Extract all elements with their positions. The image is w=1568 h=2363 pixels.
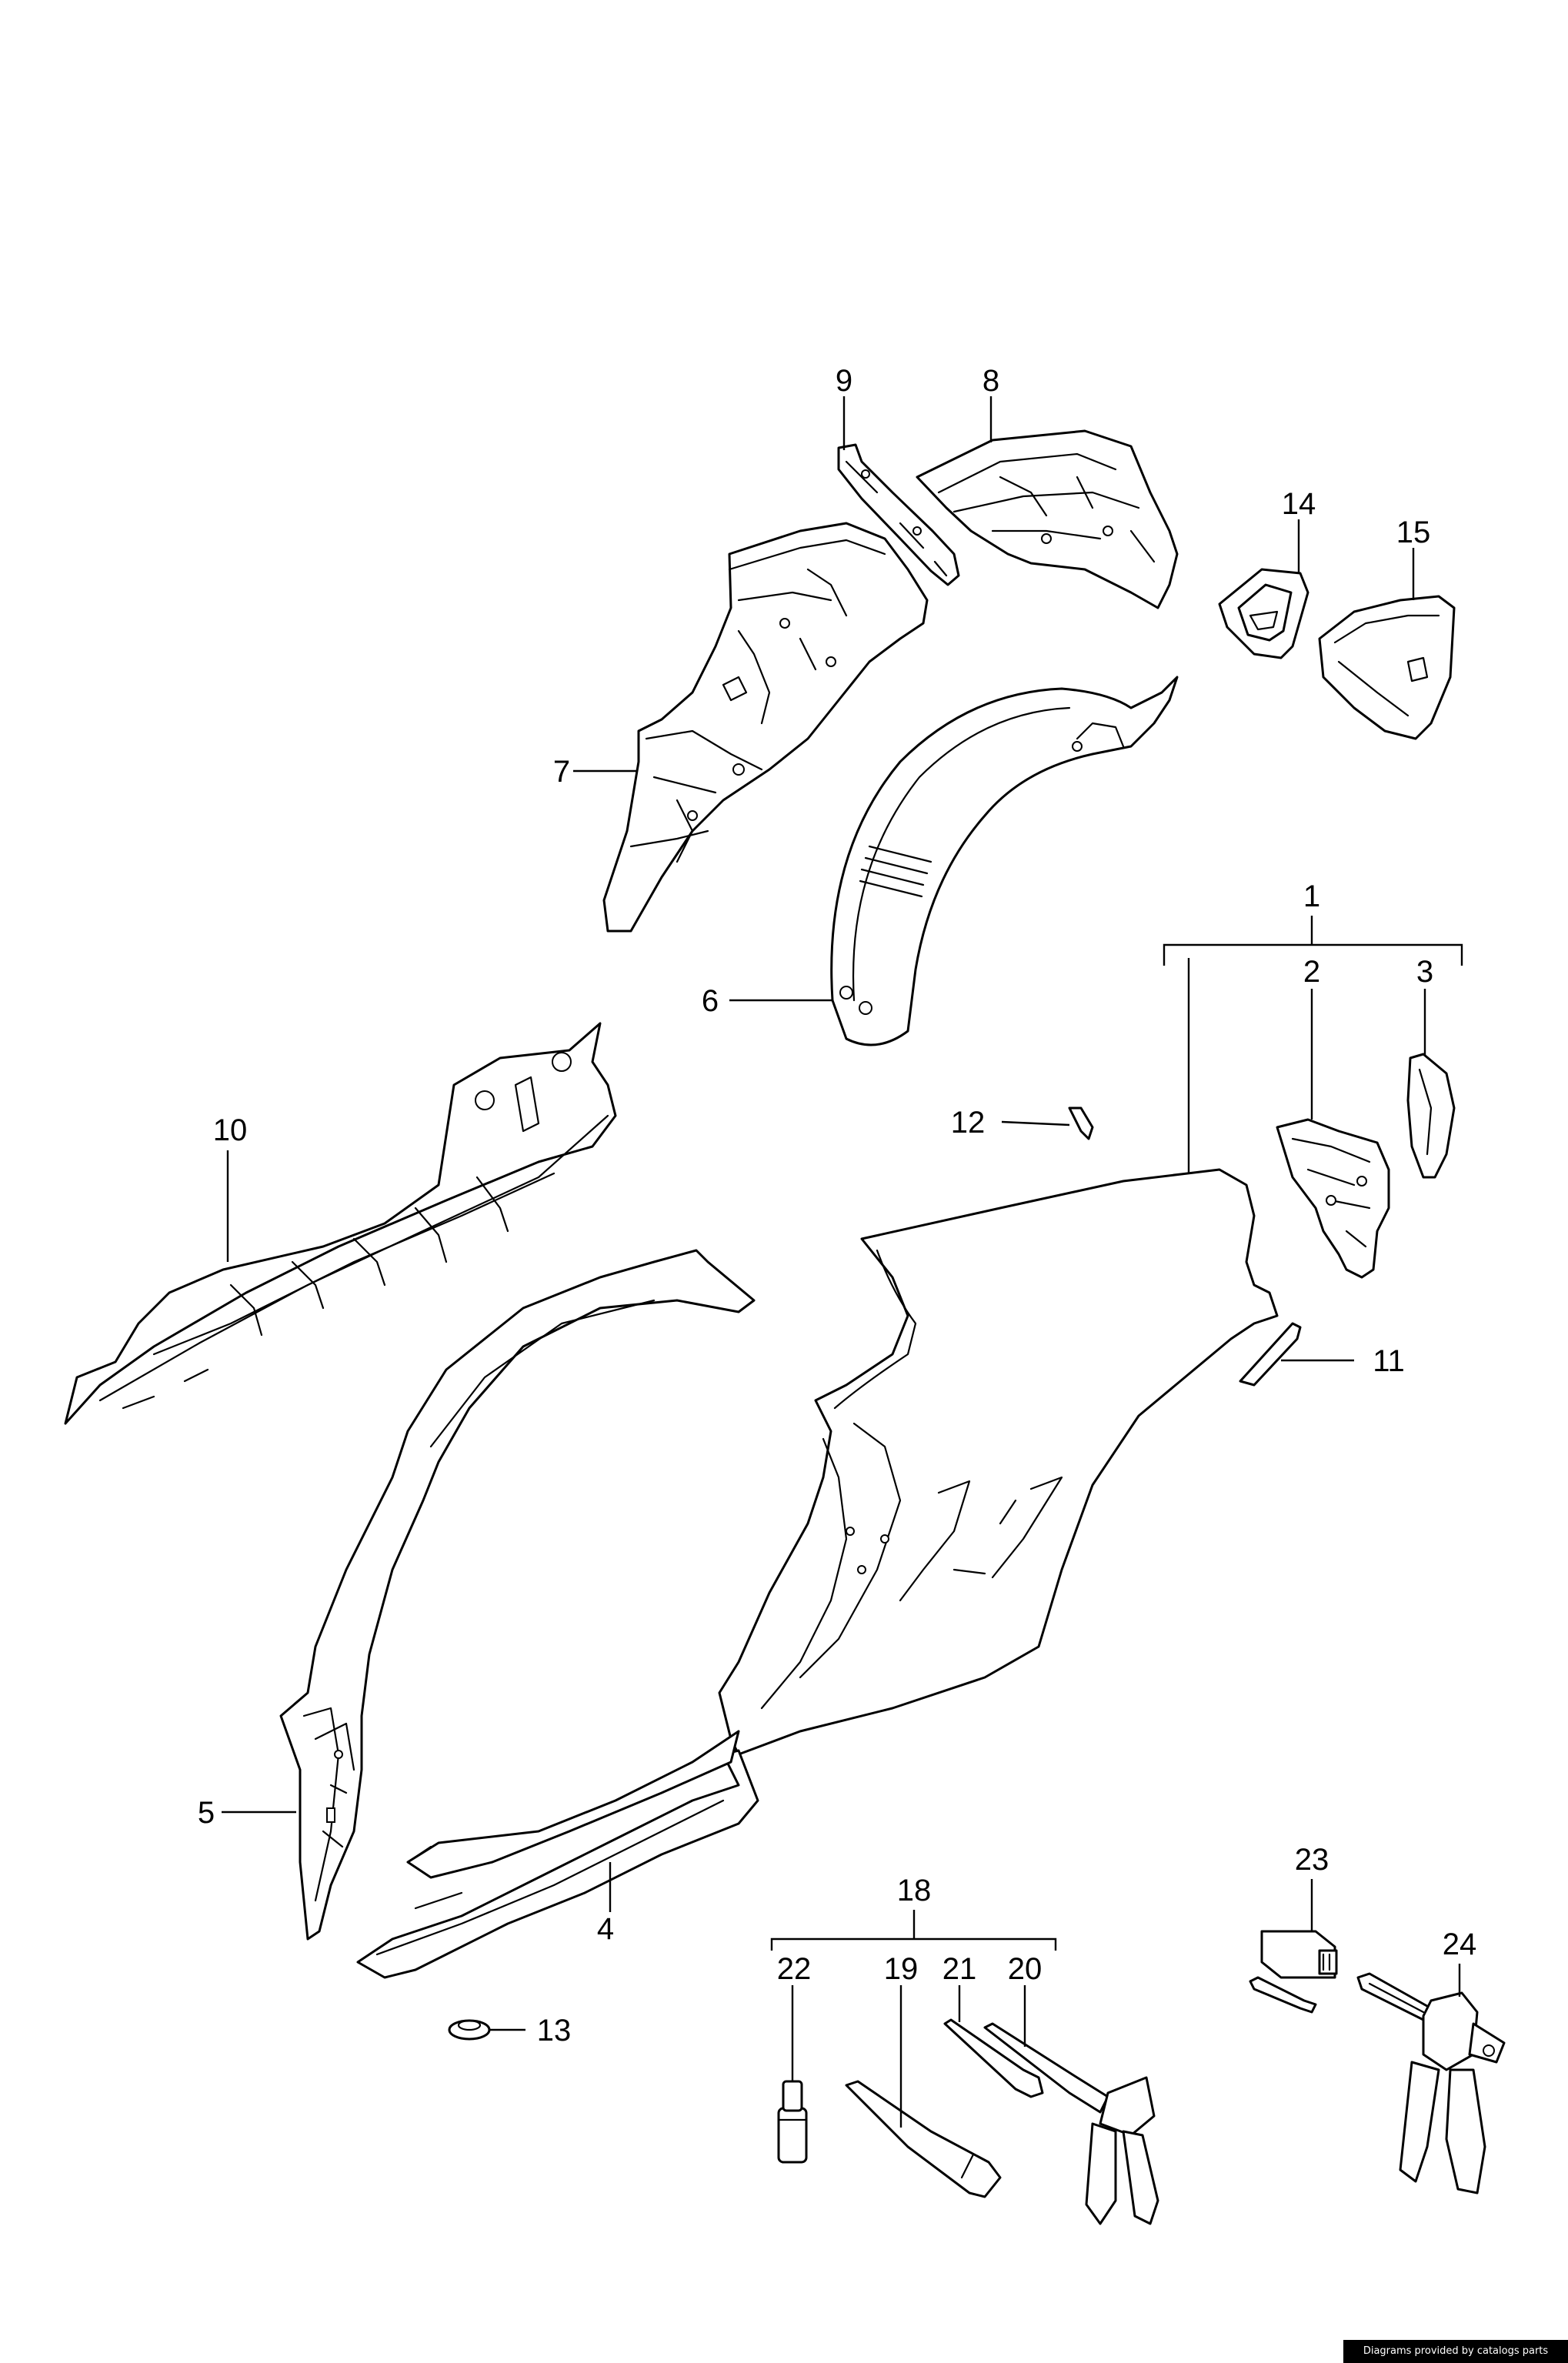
leader-lines <box>222 396 1463 2128</box>
part-3-panel <box>1406 1053 1456 1179</box>
bracket-18 <box>770 1910 1057 1951</box>
part-8-rear-panel <box>916 429 1179 609</box>
callout-11: 11 <box>1373 1344 1405 1378</box>
part-23-cartridge <box>1249 1930 1338 2014</box>
callout-24: 24 <box>1443 1927 1477 1961</box>
callout-10: 10 <box>213 1113 248 1147</box>
part-2-bracket <box>1276 1118 1390 1279</box>
part-1-quarter-panel <box>718 1168 1279 1756</box>
callout-22: 22 <box>777 1952 812 1986</box>
part-15-housing <box>1318 595 1456 740</box>
part-21-nozzle <box>943 2018 1044 2098</box>
part-4-sill <box>356 1730 759 1979</box>
callout-8: 8 <box>983 364 999 398</box>
part-5-side-frame <box>279 1249 756 1941</box>
callout-18: 18 <box>897 1874 932 1907</box>
part-22-bottle <box>777 2080 808 2164</box>
callout-15: 15 <box>1396 516 1431 549</box>
callout-4: 4 <box>597 1912 614 1946</box>
part-11-strip <box>1239 1322 1302 1387</box>
callout-23: 23 <box>1295 1843 1329 1877</box>
callout-6: 6 <box>702 984 719 1018</box>
callout-19: 19 <box>884 1952 919 1986</box>
part-7-inner-quarter-panel <box>602 522 929 933</box>
callout-21: 21 <box>942 1952 977 1986</box>
part-10-rocker-inner <box>64 1022 617 1425</box>
callout-5: 5 <box>198 1796 215 1830</box>
callout-13: 13 <box>537 2014 572 2048</box>
bracket-1 <box>1163 916 1463 1173</box>
part-6-wheel-housing <box>830 676 1179 1046</box>
callout-2: 2 <box>1303 955 1320 989</box>
callout-3: 3 <box>1416 955 1433 989</box>
callout-9: 9 <box>836 364 852 398</box>
part-12-clip <box>1068 1106 1094 1140</box>
part-9-bracket <box>837 443 960 586</box>
leader-12 <box>1001 1120 1070 1126</box>
part-24-dispenser <box>1356 1972 1506 2194</box>
callout-1: 1 <box>1303 879 1320 913</box>
credit-banner: Diagrams provided by catalogs parts <box>1343 2340 1568 2363</box>
callout-12: 12 <box>951 1106 986 1140</box>
part-13-grommet <box>448 2019 491 2041</box>
part-14-gasket <box>1218 568 1309 659</box>
callout-14: 14 <box>1282 487 1316 521</box>
part-20-gun <box>983 2022 1159 2225</box>
callout-7: 7 <box>553 755 570 789</box>
part-19-tube <box>845 2080 1002 2198</box>
callout-20: 20 <box>1008 1952 1043 1986</box>
callout-labels: 9 8 14 15 7 6 1 2 3 10 12 11 5 4 13 18 2… <box>198 364 1476 2048</box>
